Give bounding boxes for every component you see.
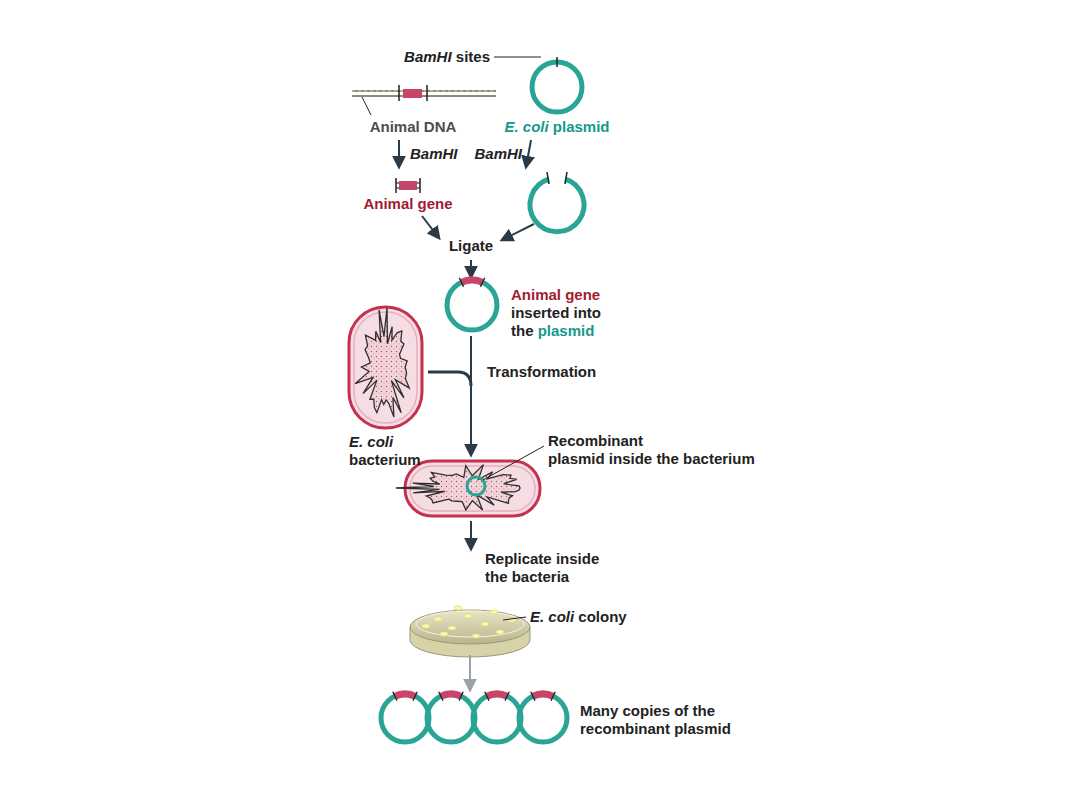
recombinant-plasmid xyxy=(427,692,475,742)
animal-gene-fragment xyxy=(396,178,420,193)
recombinant-plasmid xyxy=(519,692,567,742)
label: Animal DNA xyxy=(370,118,457,136)
petri-dish xyxy=(410,606,530,657)
colony xyxy=(496,630,504,634)
label: Animal gene inserted into the plasmid xyxy=(511,286,601,340)
bacterium xyxy=(349,307,422,428)
label: Recombinant plasmid inside the bacterium xyxy=(548,432,755,468)
plasmid xyxy=(532,57,582,112)
label: Animal gene xyxy=(363,195,452,213)
recombinant-plasmid xyxy=(467,477,485,495)
transformation-arrow xyxy=(428,336,471,455)
animal-dna xyxy=(352,85,496,115)
cut-plasmid xyxy=(530,172,584,232)
arrow xyxy=(470,260,472,277)
arrow xyxy=(470,521,472,549)
colony xyxy=(481,622,489,626)
leader-line xyxy=(494,56,541,57)
colony xyxy=(422,624,430,628)
label: BamHI xyxy=(474,145,522,163)
colony xyxy=(490,610,498,614)
label: E. coli bacterium xyxy=(349,433,421,469)
arrow xyxy=(526,140,531,167)
chromosome xyxy=(355,308,409,417)
recombinant-plasmid xyxy=(381,692,429,742)
colony xyxy=(454,606,462,610)
colony xyxy=(464,614,472,618)
colony xyxy=(434,617,442,621)
label: Ligate xyxy=(449,237,493,255)
colony xyxy=(448,626,456,630)
label: E. coli plasmid xyxy=(504,118,609,136)
label: Transformation xyxy=(487,363,596,381)
chromosome xyxy=(396,465,520,510)
recombinant-plasmid xyxy=(473,692,521,742)
arrow xyxy=(469,655,471,690)
colony xyxy=(440,632,448,636)
colony xyxy=(472,634,480,638)
arrow xyxy=(422,216,439,238)
label: Replicate inside the bacteria xyxy=(485,550,599,586)
arrow xyxy=(502,224,534,240)
label: BamHI xyxy=(410,145,458,163)
recombinant-plasmid xyxy=(447,278,497,330)
leader-line xyxy=(503,617,526,620)
label: Many copies of the recombinant plasmid xyxy=(580,702,731,738)
leader-line xyxy=(483,446,544,480)
arrow xyxy=(398,140,400,167)
label: BamHI sites xyxy=(404,48,490,66)
label: E. coli colony xyxy=(530,608,627,626)
